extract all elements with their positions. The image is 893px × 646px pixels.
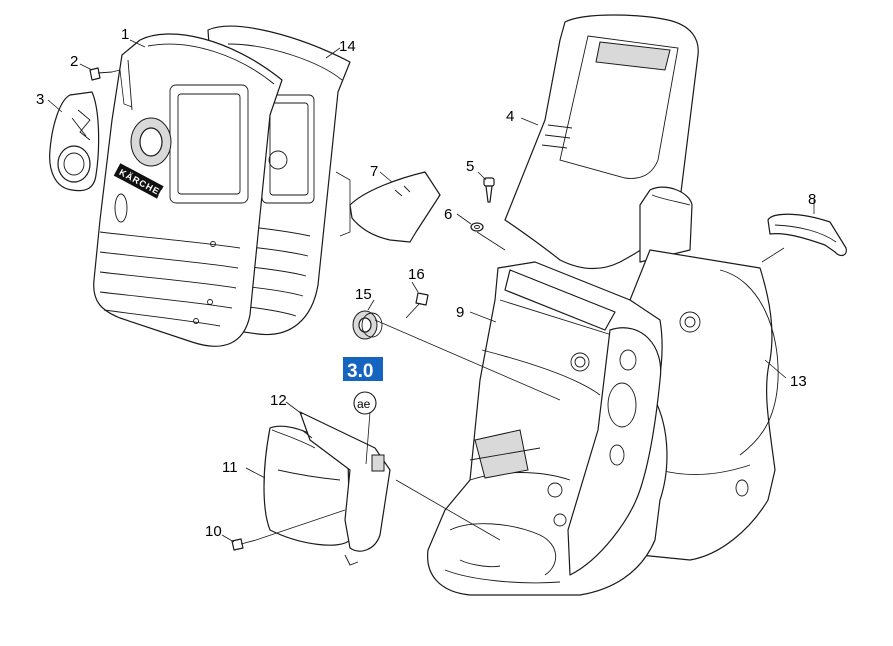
callout-13: 13 — [790, 373, 807, 390]
callout-15: 15 — [355, 286, 372, 303]
reference-badge: 3.0 — [343, 357, 383, 382]
callout-14: 14 — [339, 38, 356, 55]
part-2-screw — [89, 67, 113, 81]
part-15-grommet — [352, 310, 383, 340]
part-1-front-panel: KÄRCHER — [93, 33, 283, 347]
part-3-cover — [49, 91, 100, 192]
callout-6: 6 — [444, 206, 452, 223]
callout-3: 3 — [36, 91, 44, 108]
part-10-screw — [231, 538, 257, 551]
part-16-screw — [405, 292, 429, 319]
part-8-bracket — [767, 213, 847, 257]
part-7-clip — [349, 171, 441, 243]
ae-symbol: ae — [353, 391, 377, 415]
part-5-pin — [483, 177, 495, 203]
part-6-washer — [470, 222, 484, 232]
leader-lines — [47, 39, 815, 543]
callout-10: 10 — [205, 523, 222, 540]
ae-label: ae — [357, 397, 371, 411]
badge-label: 3.0 — [347, 361, 373, 382]
callout-5: 5 — [466, 158, 474, 175]
part-9-housing — [427, 261, 668, 596]
callout-16: 16 — [408, 266, 425, 283]
callout-4: 4 — [506, 108, 514, 125]
callout-1: 1 — [121, 26, 129, 43]
callout-2: 2 — [70, 53, 78, 70]
pump-column — [639, 186, 693, 263]
callout-12: 12 — [270, 392, 287, 409]
callout-11: 11 — [222, 459, 238, 476]
callout-7: 7 — [370, 163, 378, 180]
callout-9: 9 — [456, 304, 464, 321]
badge-box — [343, 357, 383, 381]
callout-labels: 1 2 3 4 5 6 7 8 9 10 11 12 13 14 15 16 — [36, 26, 816, 540]
callout-8: 8 — [808, 191, 816, 208]
